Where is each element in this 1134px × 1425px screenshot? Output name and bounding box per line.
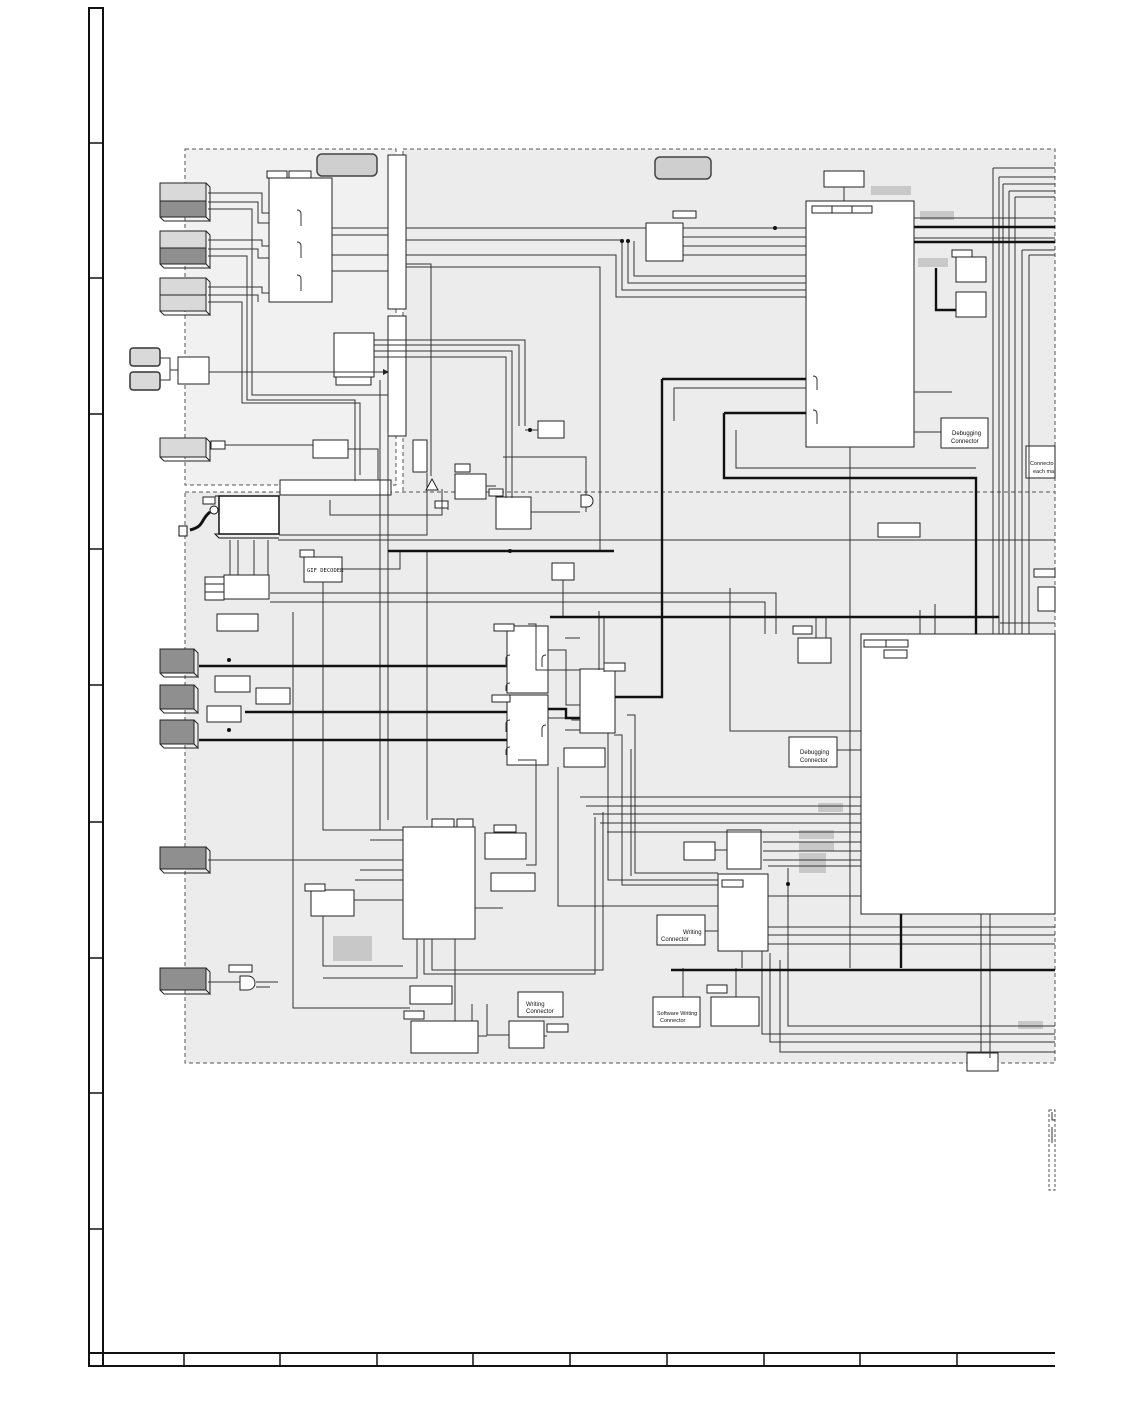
bus-wires: [199, 225, 1055, 972]
labels: Debugging Connector Debugging Connector …: [307, 431, 1055, 1024]
writing-connector-1-label-2: Connector: [661, 937, 689, 943]
debug-connector-1-label-2: Connector: [951, 439, 979, 445]
input-jacks-top: [129, 182, 211, 463]
title-plates: [316, 153, 712, 180]
component-boxes: [177, 154, 1056, 1072]
input-jacks-bottom: [159, 648, 211, 996]
debug-connector-1-label: Debugging: [952, 431, 981, 437]
software-writing-connector-label-2: Connector: [660, 1018, 686, 1024]
writing-connector-2-label-2: Connector: [526, 1009, 554, 1015]
connector-note-label-2: each mai: [1033, 469, 1055, 475]
gif-decoder-label: GIF DECODER: [307, 568, 344, 574]
software-writing-connector-label: Software Writing: [657, 1011, 697, 1017]
debug-connector-2-label: Debugging: [800, 750, 829, 756]
writing-connector-2-label: Writing: [526, 1002, 545, 1008]
debug-connector-2-label-2: Connector: [800, 758, 828, 764]
writing-connector-1-label: Writing: [683, 930, 702, 936]
sheet-frame: [88, 7, 1055, 1367]
connector-note-label: Connecto: [1030, 461, 1054, 467]
gray-tags: [333, 186, 1043, 1029]
thin-wires: [160, 167, 1055, 1058]
gate-symbols: [227, 209, 1055, 1143]
tuner-module: [178, 495, 280, 539]
